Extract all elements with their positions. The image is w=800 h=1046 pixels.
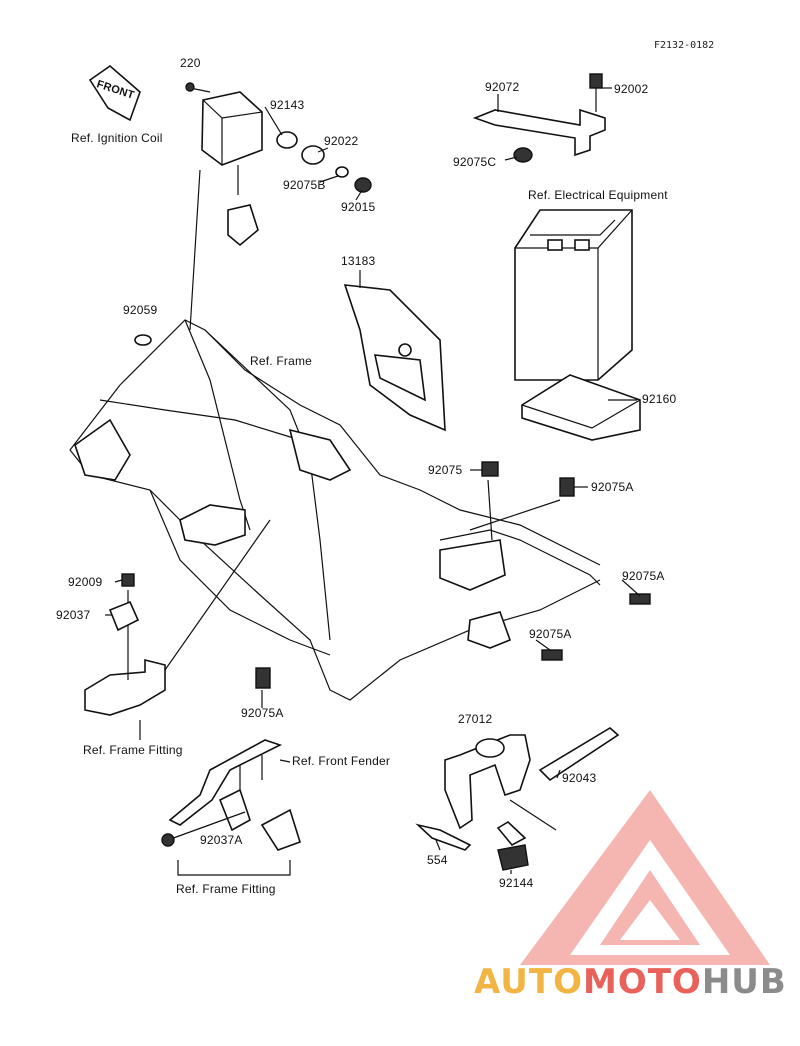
label-ref-frame: Ref. Frame [250,354,313,368]
label-92043: 92043 [562,771,597,785]
label-92075: 92075 [428,463,463,477]
side-stand [415,727,620,871]
label-92143: 92143 [270,98,305,112]
label-92075a-2: 92075A [622,569,665,583]
ignition-coil [185,82,263,247]
label-92072: 92072 [485,80,520,94]
label-92144: 92144 [499,876,534,890]
side-panel [343,284,446,432]
main-frame [69,169,601,701]
label-92037: 92037 [56,608,91,622]
label-ref-electrical-equipment: Ref. Electrical Equipment [528,188,668,202]
label-220: 220 [180,56,201,70]
label-92075a-1: 92075A [591,480,634,494]
label-92075a-4: 92075A [241,706,284,720]
battery-pad [521,374,641,441]
label-92059: 92059 [123,303,158,317]
label-92022: 92022 [324,134,359,148]
diagram-code: F2132-0182 [654,40,715,51]
watermark-text: AUTOMOTOHUB [474,962,787,1002]
label-92160: 92160 [642,392,677,406]
battery [514,209,633,381]
label-ref-frame-fitting-1: Ref. Frame Fitting [83,743,183,757]
label-ref-frame-fitting-2: Ref. Frame Fitting [176,882,276,896]
label-554: 554 [427,853,448,867]
label-92002: 92002 [614,82,649,96]
label-13183: 13183 [341,254,376,268]
label-ref-ignition-coil: Ref. Ignition Coil [71,131,163,145]
battery-bracket [472,73,606,163]
label-27012: 27012 [458,712,493,726]
label-92075b: 92075B [283,178,326,192]
label-ref-front-fender: Ref. Front Fender [292,754,391,768]
watermark-part-hub: HUB [701,962,787,1002]
watermark-part-auto: AUTO [474,962,583,1002]
label-92075c: 92075C [453,155,497,169]
label-92075a-3: 92075A [529,627,572,641]
small-collars [276,131,372,193]
watermark-part-moto: MOTO [582,962,702,1002]
leader-lines [105,87,641,874]
label-92009: 92009 [68,575,103,589]
label-92037a: 92037A [200,833,243,847]
rubber-pads [134,334,651,689]
watermark-logo-icon [520,790,770,965]
label-92015: 92015 [341,200,376,214]
front-fender-bracket [161,739,301,876]
front-arrow-icon [88,64,141,122]
frame-fitting-left [84,519,271,716]
